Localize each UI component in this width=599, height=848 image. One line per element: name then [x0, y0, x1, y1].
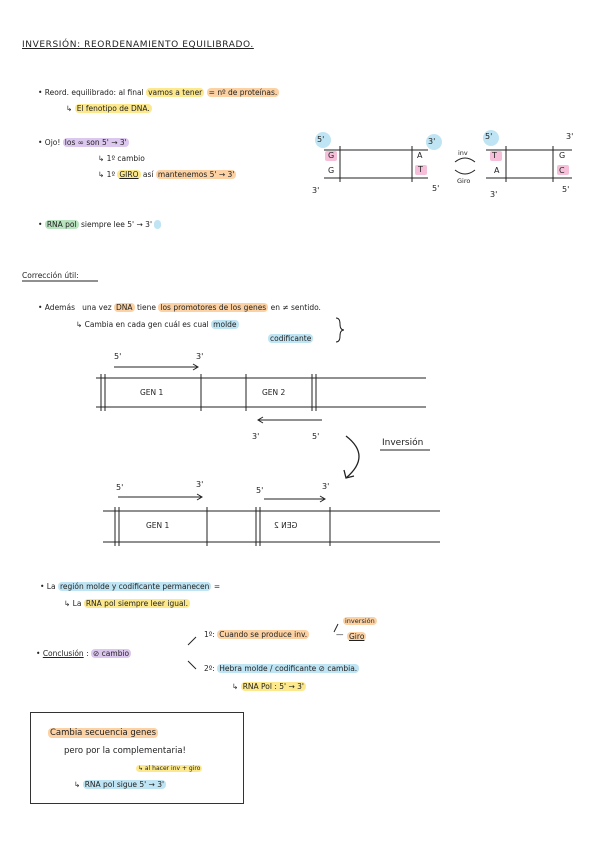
genes2-arrow2-3prime: 3' [322, 482, 330, 491]
genes1-arrow2-5prime: 5' [312, 432, 320, 441]
dna1-base-tr: A [417, 151, 423, 160]
dna2-label-5prime-bottom: 5' [562, 185, 570, 194]
bullet-rna-pol-igual: ↳ La RNA pol siempre leer igual. [64, 599, 191, 608]
genes1-arrow1-5prime: 5' [114, 352, 122, 361]
conclusion-giro: Giro [347, 632, 367, 641]
bullet-ademas: • Además una vez DNA tiene los promotore… [38, 303, 321, 312]
dna1-3prime-mark [426, 134, 442, 150]
genes2-arrow1-3prime: 3' [196, 480, 204, 489]
bullet-cambia: ↳ Cambia en cada gen cuál es cual molde [76, 320, 239, 329]
giro-arrow [454, 169, 476, 175]
genes2-arrow1-5prime: 5' [116, 483, 124, 492]
summary-line-3: ↳ al hacer inv + giro [136, 765, 203, 772]
dna2-label-5prime-top: 5' [485, 132, 493, 141]
summary-line-4: ↳ RNA pol sigue 5' → 3' [74, 780, 167, 789]
dna2-label-3prime-bottom: 3' [490, 190, 498, 199]
gene-2-label: GEN 2 [262, 388, 286, 397]
dna1-label-5prime-bottom: 5' [432, 184, 440, 193]
inversion-label: Inversión [382, 438, 424, 448]
dna1-label-5prime-top: 5' [317, 135, 325, 144]
genes1-arrow2-3prime: 3' [252, 432, 260, 441]
genes2-arrow2-5prime: 5' [256, 486, 264, 495]
conclusion-line: • Conclusión : ⊘ cambio [36, 649, 132, 658]
summary-box [30, 712, 244, 804]
page-title: INVERSIÓN: REORDENAMIENTO EQUILIBRADO. [22, 40, 254, 50]
summary-line-2: pero por la complementaria! [64, 746, 186, 756]
dna1-base-tl: G [328, 151, 335, 160]
genes1-arrow1-3prime: 3' [196, 352, 204, 361]
gene-1-label-after: GEN 1 [146, 521, 170, 530]
bullet-reord-equilibrado: • Reord. equilibrado: al final vamos a t… [38, 88, 280, 97]
dna1-label-3prime-bottom: 3' [312, 186, 320, 195]
conclusion-dash: — [336, 630, 344, 639]
gene-1-label: GEN 1 [140, 388, 164, 397]
bullet-rna-pol: • RNA pol siempre lee 5' → 3' [38, 220, 161, 230]
conclusion-point-3: ↳ RNA Pol : 5' → 3' [232, 682, 306, 691]
dna1-base-bl: G [328, 166, 335, 175]
dna1-5prime-mark [315, 132, 331, 148]
inv-label: inv [458, 149, 468, 157]
inversion-arrow [345, 435, 360, 479]
dna2-base-bl: A [494, 166, 500, 175]
conclusion-point-2: 2º: Hebra molde / codificante ⊘ cambia. [204, 664, 360, 673]
inv-arrow [454, 157, 476, 163]
gene-2-label-mirrored: GEN 2 [274, 521, 298, 530]
dna2-5prime-mark [483, 130, 499, 146]
conclusion-point-1: 1º: Cuando se produce inv. [204, 630, 310, 639]
dna2-base-tl: T [492, 151, 497, 160]
section-heading-correccion: Corrección útil: [22, 271, 79, 280]
bullet-ojo: • Ojo! los ∞ son 5' → 3' [38, 138, 129, 147]
bullet-fenotipo: ↳ El fenotipo de DNA. [66, 104, 152, 113]
dna2-base-br: C [559, 166, 565, 175]
giro-label: Giro [457, 177, 471, 185]
bullet-region-molde: • La región molde y codificante permanec… [40, 582, 221, 591]
dna2-base-tr: G [559, 151, 566, 160]
ojo-cambio-line: ↳ 1º cambio [98, 154, 145, 163]
ojo-giro-line: ↳ 1º GIRO así mantenemos 5' → 3' [98, 170, 237, 179]
conclusion-inversion: inversión [343, 617, 377, 625]
dna1-label-3prime-top: 3' [428, 137, 436, 146]
dna2-label-3prime-top: 3' [566, 132, 574, 141]
codificante-label: codificante [268, 334, 314, 343]
summary-line-1: Cambia secuencia genes [48, 728, 159, 738]
dna1-base-br: T [418, 165, 423, 174]
